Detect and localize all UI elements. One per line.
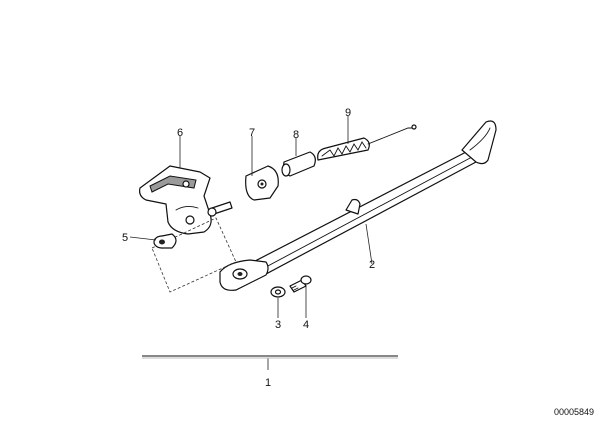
washer[interactable] xyxy=(270,286,286,298)
callout-5: 5 xyxy=(122,232,128,244)
assembly-outline xyxy=(151,217,237,293)
sleeve[interactable] xyxy=(281,151,316,177)
callout-3: 3 xyxy=(275,319,281,331)
reference-number: 00005849 xyxy=(554,407,594,417)
pivot-plate[interactable] xyxy=(245,165,279,201)
side-stand-leg[interactable] xyxy=(219,120,497,291)
bushing[interactable] xyxy=(153,233,177,249)
callout-2: 2 xyxy=(369,259,375,271)
mounting-bracket[interactable] xyxy=(139,165,212,235)
callout-4: 4 xyxy=(303,319,309,331)
leader-lines xyxy=(129,116,373,370)
return-spring[interactable] xyxy=(317,124,417,161)
callout-6: 6 xyxy=(177,127,183,139)
callout-8: 8 xyxy=(293,129,299,141)
bracket-screw[interactable] xyxy=(207,201,233,217)
bolt[interactable] xyxy=(289,275,312,293)
callout-9: 9 xyxy=(345,107,351,119)
callout-7: 7 xyxy=(249,127,255,139)
assembly-bar xyxy=(142,355,398,359)
callout-1: 1 xyxy=(265,377,271,389)
